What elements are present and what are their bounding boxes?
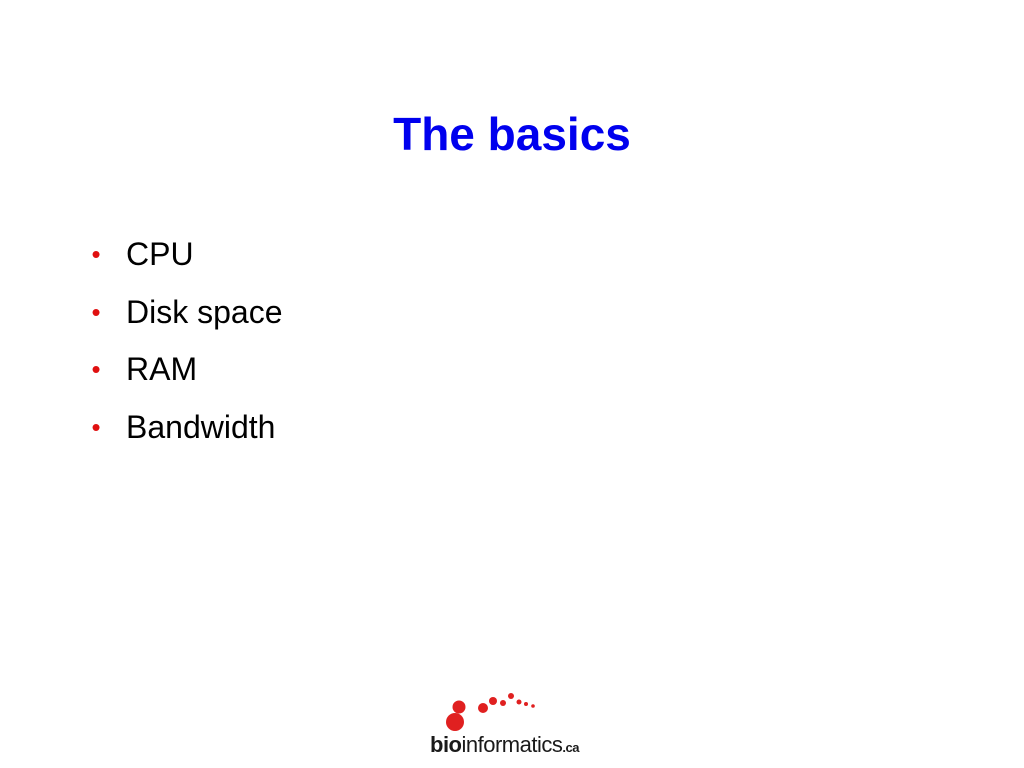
red-dots-logo-icon <box>446 693 535 731</box>
list-item: • Bandwidth <box>86 399 283 457</box>
bioinformatics-logo: bioinformatics.ca <box>428 688 598 764</box>
bullet-icon: • <box>91 354 101 384</box>
logo-text-suffix: .ca <box>562 740 579 755</box>
bullet-icon: • <box>91 239 101 269</box>
bullet-text: Disk space <box>126 293 283 330</box>
bullet-text: Bandwidth <box>126 408 276 445</box>
list-item: • CPU <box>86 226 283 284</box>
logo-text-regular: informatics <box>461 732 563 757</box>
logo-text: bioinformatics.ca <box>430 732 579 761</box>
bullet-text: CPU <box>126 236 194 272</box>
list-item: • Disk space <box>86 284 283 342</box>
bullet-text: RAM <box>126 351 198 387</box>
logo-text-bold: bio <box>430 732 462 757</box>
slide-title: The basics <box>393 108 631 160</box>
bullet-list: • CPU • Disk space • RAM • Bandwidth <box>86 226 283 457</box>
bullet-icon: • <box>91 411 101 442</box>
bullet-icon: • <box>91 296 101 327</box>
list-item: • RAM <box>86 341 283 399</box>
